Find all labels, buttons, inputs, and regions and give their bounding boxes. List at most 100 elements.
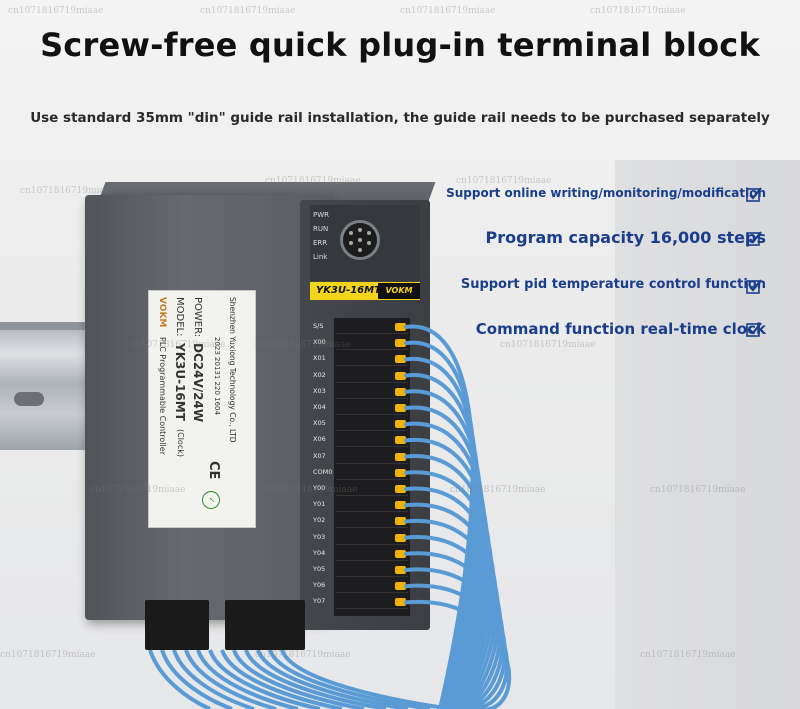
plug-wire [280,649,453,709]
plug-wire [244,649,387,709]
terminal-slot[interactable] [336,467,408,480]
checkbox-check-icon [746,279,762,294]
din-rail-slot [14,392,44,406]
plug-wire [196,649,299,709]
plug-wire [160,649,233,709]
plug-wire [268,649,431,709]
feature-item-pid-control: Support pid temperature control function [460,277,766,292]
signal-wire [404,535,503,709]
feature-item-real-time-clock: Command function real-time clock [475,320,766,338]
terminal-release-tab[interactable] [395,452,406,461]
terminal-release-tab[interactable] [395,485,406,493]
terminal-release-tab[interactable] [395,387,406,396]
terminal-release-tab[interactable] [395,533,406,542]
terminal-label: X04 [313,403,326,411]
cert-mark-icon: ✓ [202,491,220,509]
nameplate-model-value: YK3U-16MT [173,343,187,421]
plug-wire [232,649,365,709]
terminal-label: Y02 [313,516,326,525]
checkbox-check-icon [746,322,762,337]
terminal-release-tab[interactable] [395,517,406,526]
nameplate-serial: 2023 20131 220 1604 [213,337,221,415]
terminal-slot[interactable] [336,532,408,545]
terminal-release-tab[interactable] [395,598,406,607]
terminal-release-tab[interactable] [395,582,406,591]
programming-port[interactable] [340,220,380,260]
terminal-release-tab[interactable] [395,436,406,445]
terminal-slot[interactable] [336,483,408,496]
nameplate-type: PLC Programmable Controller [158,337,167,455]
terminal-slot[interactable] [336,499,408,513]
terminal-release-tab[interactable] [395,420,406,429]
nameplate-power-value: DC24V/24W [191,343,205,423]
signal-wire [404,518,501,709]
terminal-slot[interactable] [336,580,408,594]
terminal-label: COM0 [313,467,333,476]
led-label-run: RUN [313,225,329,233]
terminal-label: X07 [313,451,326,460]
ce-mark-icon: CE [206,461,221,480]
terminal-label: X05 [313,419,326,428]
plug-wire [256,649,409,709]
terminal-slot[interactable] [336,321,408,334]
page-headline: Screw-free quick plug-in terminal block [40,26,760,64]
plug-wire [148,649,211,709]
brand-logo: VOKM [378,283,420,299]
terminal-slot[interactable] [336,548,408,561]
terminal-label: S/S [313,322,324,330]
model-strip-label: YK3U-16MT [316,285,381,296]
terminal-slot[interactable] [336,596,408,610]
terminal-slot[interactable] [336,451,408,464]
terminal-release-tab[interactable] [395,549,406,558]
terminal-label: Y04 [313,548,326,557]
terminal-label: X06 [313,435,326,444]
signal-wire [404,567,507,709]
terminal-slot[interactable] [336,515,408,529]
nameplate-brand: VOKM [157,297,167,328]
terminal-label: Y00 [313,484,326,492]
terminal-slot[interactable] [336,418,408,432]
signal-wire [404,551,505,709]
nameplate-label: VOKM PLC Programmable Controller MODEL: … [148,290,256,528]
terminal-release-tab[interactable] [395,371,406,380]
terminal-slot[interactable] [336,370,408,383]
terminal-release-tab[interactable] [395,468,406,477]
checkbox-check-icon [746,231,762,246]
nameplate-model-note: (Clock) [176,429,185,457]
terminal-label: Y05 [313,565,326,573]
terminal-slot[interactable] [336,353,408,367]
terminal-slot[interactable] [336,402,408,415]
terminal-slot[interactable] [336,386,408,399]
plug-wire [208,649,321,709]
nameplate-model-label: MODEL: [174,297,185,337]
terminal-label: Y07 [313,597,326,606]
terminal-label: X00 [313,338,326,347]
plug-wire [184,649,277,709]
nameplate-power-label: POWER: [192,297,203,338]
page-subline: Use standard 35mm "din" guide rail insta… [30,110,770,126]
terminal-release-tab[interactable] [395,501,406,510]
terminal-release-tab[interactable] [395,355,406,364]
feature-item-online-writing: Support online writing/monitoring/modifi… [446,186,766,200]
terminal-slot[interactable] [336,564,408,577]
terminal-release-tab[interactable] [395,404,406,412]
terminal-release-tab[interactable] [395,323,406,331]
terminal-label: X03 [313,386,326,395]
connector-plug-left [145,600,209,650]
terminal-label: X02 [313,370,326,379]
led-label-pwr: PWR [313,211,330,219]
terminal-label: Y01 [313,500,326,509]
terminal-release-tab[interactable] [395,339,406,348]
terminal-release-tab[interactable] [395,566,406,574]
led-label-err: ERR [313,239,328,247]
terminal-slot[interactable] [336,337,408,351]
terminal-slot[interactable] [336,434,408,448]
signal-wire [404,583,510,709]
terminal-label: Y03 [313,532,326,541]
connector-plug-right [225,600,305,650]
nameplate-company: Shenzhen Yuxiong Technology Co., LTD [228,297,237,443]
terminal-label: X01 [313,354,326,363]
signal-wire [404,599,512,709]
background-wall-panel [615,160,800,709]
